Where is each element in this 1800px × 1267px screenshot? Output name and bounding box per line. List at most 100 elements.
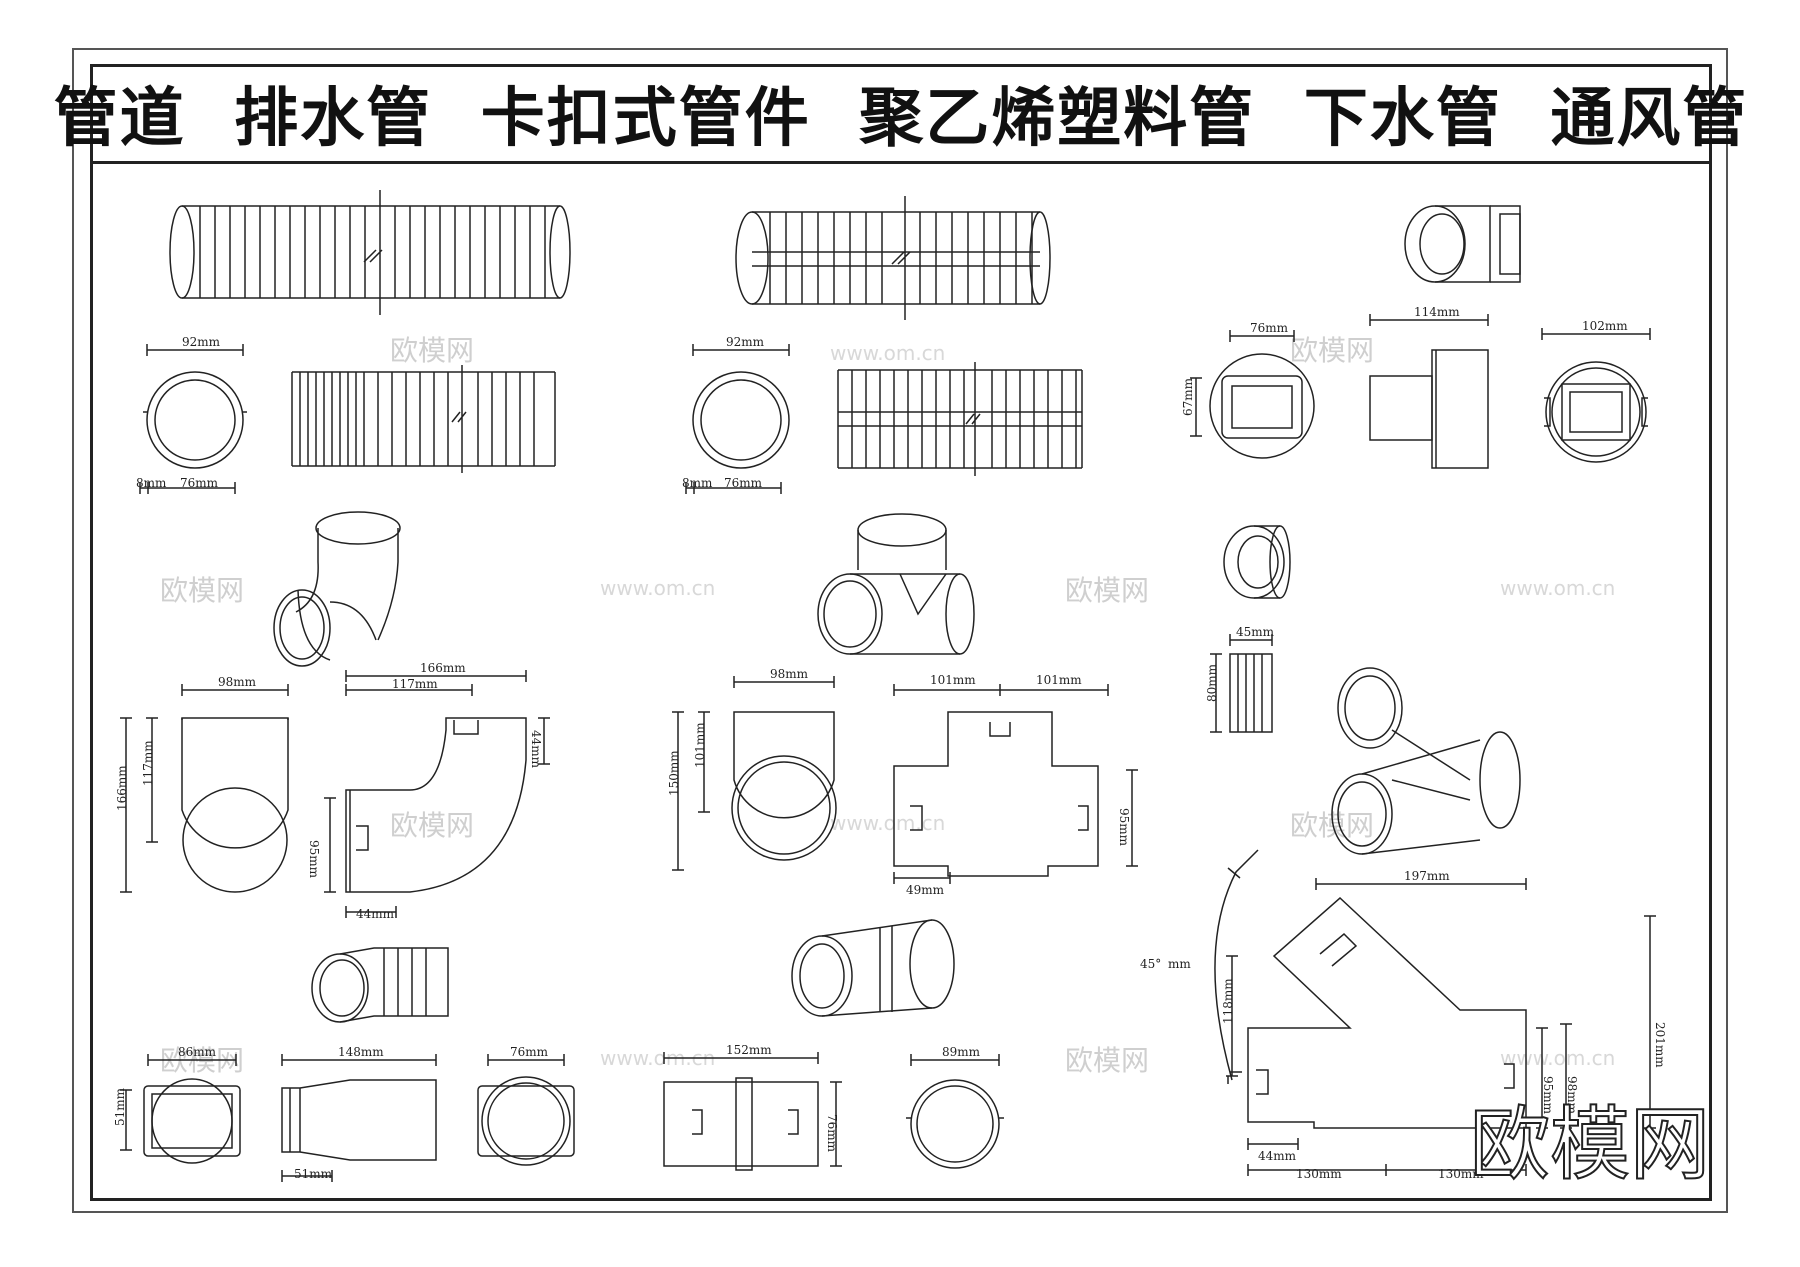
svg-text:45mm: 45mm	[1236, 625, 1275, 639]
svg-text:101mm: 101mm	[930, 673, 976, 687]
watermark-brand: 欧模网	[1065, 574, 1149, 607]
svg-text:150mm: 150mm	[667, 750, 681, 796]
coupler-end	[906, 1079, 1004, 1169]
rect-adapter-front	[143, 1078, 241, 1164]
coupling-side-45-80	[1229, 653, 1273, 733]
dim-95-wye: 95mm	[1536, 1027, 1555, 1129]
adapter-side-114	[1369, 349, 1489, 469]
svg-text:49mm: 49mm	[906, 883, 945, 897]
svg-text:117mm: 117mm	[141, 740, 155, 786]
svg-text:80mm: 80mm	[1205, 663, 1219, 702]
watermark-url: www.om.cn	[1500, 576, 1615, 600]
dim-201-wye: 201mm	[1644, 915, 1667, 1129]
dim-67: 67mm	[1181, 377, 1202, 437]
svg-text:51mm: 51mm	[113, 1087, 127, 1126]
svg-text:mm: mm	[1168, 957, 1191, 971]
dim-80: 80mm	[1205, 653, 1222, 733]
watermark-url: www.om.cn	[830, 811, 945, 835]
svg-text:102mm: 102mm	[1582, 319, 1628, 333]
rect-adapter-side	[281, 1079, 437, 1161]
svg-text:118mm: 118mm	[1221, 978, 1235, 1024]
dim-101-tee-l: 101mm	[893, 673, 1001, 696]
corrugated-hose-side-2	[837, 362, 1083, 476]
dim-148: 148mm	[281, 1045, 437, 1066]
dim-51-h: 51mm	[281, 1167, 333, 1182]
dim-45: 45mm	[1229, 625, 1275, 646]
dim-76-c: 76mm	[487, 1045, 565, 1066]
watermark-url: www.om.cn	[830, 341, 945, 365]
outer-border	[72, 48, 1728, 1213]
svg-text:76mm: 76mm	[724, 476, 763, 490]
svg-text:76mm: 76mm	[180, 476, 219, 490]
svg-text:8mm: 8mm	[682, 476, 713, 490]
svg-text:130mm: 130mm	[1438, 1167, 1484, 1181]
dim-76: 76mm	[1229, 321, 1295, 342]
angle-arc-45: 45° mm	[1140, 849, 1259, 1084]
corrugated-hose-side-1	[291, 365, 556, 473]
watermark-url: www.om.cn	[1500, 1046, 1615, 1070]
watermark-brand: 欧模网	[160, 574, 244, 607]
elbow-front	[181, 717, 289, 893]
svg-text:114mm: 114mm	[1414, 305, 1460, 319]
dim-89: 89mm	[910, 1045, 1000, 1066]
dim-98-wye: 98mm	[1560, 1023, 1579, 1129]
svg-text:95mm: 95mm	[307, 840, 321, 879]
adapter-front-102	[1544, 361, 1648, 463]
watermark-brand: 欧模网	[1065, 1044, 1149, 1077]
dim-98-tee: 98mm	[733, 667, 835, 688]
watermark-url: www.om.cn	[600, 576, 715, 600]
dim-118-wye: 118mm	[1221, 955, 1238, 1077]
svg-text:148mm: 148mm	[338, 1045, 384, 1059]
svg-text:51mm: 51mm	[294, 1167, 333, 1181]
svg-text:117mm: 117mm	[392, 677, 438, 691]
dim-95-elbow: 95mm	[307, 797, 336, 893]
svg-text:130mm: 130mm	[1296, 1167, 1342, 1181]
svg-text:101mm: 101mm	[693, 722, 707, 768]
coupler-side	[663, 1077, 819, 1171]
dim-49-tee: 49mm	[893, 872, 951, 897]
rect-adapter-iso	[311, 947, 449, 1023]
title-band: 管道 排水管 卡扣式管件 聚乙烯塑料管 下水管 通风管	[54, 64, 1746, 164]
dim-101-tee-r: 101mm	[1000, 673, 1109, 696]
svg-text:166mm: 166mm	[115, 765, 129, 811]
dim-92-a: 92mm	[146, 335, 244, 356]
svg-text:101mm: 101mm	[1036, 673, 1082, 687]
watermark-layer: 欧模网 欧模网 欧模网 欧模网 欧模网 欧模网 欧模网 欧模网 www.om.c…	[160, 334, 1615, 1077]
dim-166-elbow-h: 166mm	[345, 661, 527, 682]
hose-end-circle-1	[143, 371, 247, 469]
elbow-side	[345, 717, 527, 893]
svg-text:45°: 45°	[1140, 957, 1161, 971]
dim-86: 86mm	[147, 1045, 237, 1066]
svg-text:44mm: 44mm	[529, 730, 543, 769]
elbow-90-iso	[273, 511, 401, 667]
dim-44-wye: 44mm	[1247, 1138, 1299, 1163]
coupler-iso	[791, 919, 955, 1017]
svg-text:98mm: 98mm	[770, 667, 809, 681]
dim-197-wye: 197mm	[1315, 869, 1527, 890]
svg-text:86mm: 86mm	[178, 1045, 217, 1059]
svg-text:76mm: 76mm	[510, 1045, 549, 1059]
svg-text:44mm: 44mm	[1258, 1149, 1297, 1163]
svg-text:98mm: 98mm	[1565, 1076, 1579, 1115]
svg-text:92mm: 92mm	[182, 335, 221, 349]
dim-101-tee-v: 101mm	[693, 711, 710, 813]
svg-text:95mm: 95mm	[1117, 808, 1131, 847]
round-to-rect-adapter-iso	[1404, 205, 1521, 283]
svg-text:166mm: 166mm	[420, 661, 466, 675]
dim-166-elbow-v: 166mm	[115, 717, 132, 893]
dim-76-coupler: 76mm	[825, 1081, 842, 1167]
brand-logo: 欧模网	[1469, 1097, 1711, 1192]
dim-150-tee: 150mm	[667, 711, 684, 871]
dim-130-wye: 130mm 130mm	[1247, 1164, 1527, 1181]
svg-text:98mm: 98mm	[218, 675, 257, 689]
watermark-brand: 欧模网	[390, 334, 474, 367]
svg-text:67mm: 67mm	[1181, 377, 1195, 416]
wye-side	[1247, 896, 1527, 1129]
svg-text:89mm: 89mm	[942, 1045, 981, 1059]
dim-44-elbow-b: 44mm	[345, 906, 397, 921]
svg-text:44mm: 44mm	[356, 907, 395, 921]
dim-152: 152mm	[663, 1043, 819, 1064]
sheet-title: 管道 排水管 卡扣式管件 聚乙烯塑料管 下水管 通风管	[53, 81, 1749, 156]
